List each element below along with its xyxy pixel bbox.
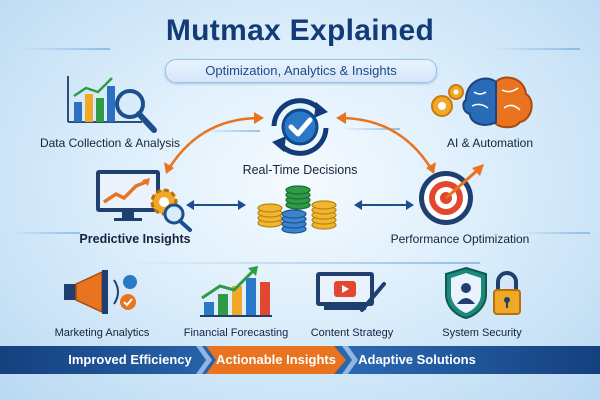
target-arrow-icon xyxy=(414,162,494,233)
feature-label-data-collection: Data Collection & Analysis xyxy=(39,136,181,150)
feature-label-ai-automation: AI & Automation xyxy=(446,136,534,150)
video-monitor-pen-icon xyxy=(314,270,388,321)
coin-stacks-icon xyxy=(254,183,350,242)
double-arrow-right-icon xyxy=(354,198,414,216)
curved-arrow-left-icon xyxy=(160,110,270,185)
app-label-financial: Financial Forecasting xyxy=(183,327,289,339)
feature-label-predictive: Predictive Insights xyxy=(79,232,191,246)
speed-line xyxy=(490,48,580,50)
app-label-security: System Security xyxy=(442,327,522,339)
app-label-content: Content Strategy xyxy=(310,327,394,339)
double-arrow-left-icon xyxy=(186,198,246,216)
curved-arrow-right-icon xyxy=(330,110,440,185)
page-title: Mutmax Explained xyxy=(165,14,435,47)
banner-chevron-icon xyxy=(196,346,212,374)
cycle-checkmark-icon xyxy=(262,96,338,163)
banner-item-actionable: Actionable Insights xyxy=(216,352,336,367)
brain-gears-icon xyxy=(428,70,538,137)
speed-line xyxy=(520,232,590,234)
banner-chevron-icon xyxy=(342,346,358,374)
megaphone-icon xyxy=(62,268,144,321)
speed-line xyxy=(20,48,110,50)
speed-line xyxy=(120,262,480,264)
feature-label-performance: Performance Optimization xyxy=(390,232,530,246)
shield-lock-icon xyxy=(444,266,524,325)
app-label-marketing: Marketing Analytics xyxy=(54,327,150,339)
bar-chart-magnifier-icon xyxy=(62,72,162,139)
banner-item-efficiency: Improved Efficiency xyxy=(68,352,192,367)
speed-line xyxy=(340,128,400,130)
subtitle-pill: Optimization, Analytics & Insights xyxy=(165,59,437,83)
feature-label-realtime: Real-Time Decisions xyxy=(242,163,358,177)
banner-item-adaptive: Adaptive Solutions xyxy=(358,352,476,367)
growth-bars-icon xyxy=(198,264,274,325)
banner-orange-segment xyxy=(206,346,346,374)
monitor-trend-gear-icon xyxy=(94,168,194,235)
speed-line xyxy=(10,232,80,234)
speed-line xyxy=(200,130,260,132)
